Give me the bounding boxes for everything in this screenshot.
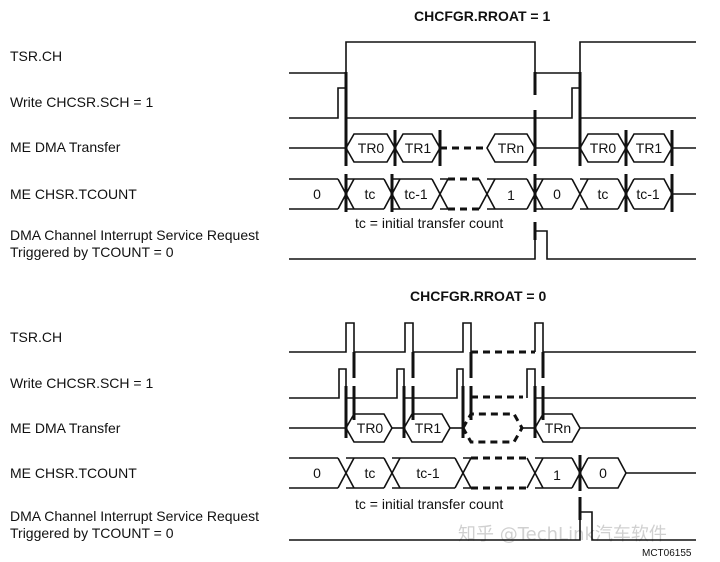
- tcount-bus: [400, 178, 432, 210]
- interrupt-wave: [289, 230, 696, 260]
- cell-label: TRn: [545, 420, 571, 436]
- section-2-title: CHCFGR.RROAT = 0: [410, 288, 546, 304]
- tcount-bus: [346, 457, 354, 489]
- tcount-bus: [448, 177, 479, 211]
- interrupt-wave-2: [289, 511, 696, 541]
- tcount-bus: [463, 457, 471, 489]
- tcount-bus: [580, 178, 588, 210]
- signal-label-tsr-ch: TSR.CH: [10, 48, 62, 64]
- tcount-bus: [440, 178, 448, 210]
- tcount-bus: [495, 178, 527, 210]
- signal-label-write-chcsr-sch: Write CHCSR.SCH = 1: [10, 94, 153, 110]
- signal-label-me-chsr-tcount-2: ME CHSR.TCOUNT: [10, 465, 137, 481]
- tcount-bus: [354, 178, 384, 210]
- tcount-bus: [289, 178, 297, 210]
- tcount-bus: [543, 457, 572, 489]
- bus-transition: [383, 457, 401, 489]
- section-1-note: tc = initial transfer count: [355, 215, 503, 231]
- tcount-bus: [487, 178, 495, 210]
- tcount-bus: [392, 457, 400, 489]
- cell-label: 0: [599, 465, 607, 481]
- tcount-bus: [297, 457, 338, 489]
- figure-id: MCT06155: [642, 548, 692, 559]
- cell-label: TR0: [358, 140, 385, 156]
- cell-label: tc: [365, 186, 376, 202]
- bus-transition: [454, 457, 472, 489]
- cell-label: tc-1: [416, 465, 440, 481]
- cell-label: tc-1: [636, 186, 660, 202]
- tcount-bus: [588, 178, 618, 210]
- tcount-bus: [471, 456, 527, 490]
- cell-label: 0: [553, 186, 561, 202]
- tcount-bus: [354, 457, 384, 489]
- tcount-bus: [289, 457, 297, 489]
- bus-transition: [431, 178, 449, 210]
- bus-transition: [478, 178, 496, 210]
- cell-label: tc: [365, 465, 376, 481]
- section-1-title: CHCFGR.RROAT = 1: [414, 8, 550, 24]
- bus-transition: [337, 457, 355, 489]
- write-sch-wave-2: [526, 368, 696, 399]
- bus-transition: [526, 457, 544, 489]
- watermark: 知乎 @TechLink汽车软件: [458, 524, 667, 545]
- cell-label: TR0: [357, 420, 384, 436]
- signal-label-me-chsr-tcount: ME CHSR.TCOUNT: [10, 186, 137, 202]
- signal-label-tsr-ch-2: TSR.CH: [10, 329, 62, 345]
- cell-label: TRn: [498, 140, 524, 156]
- cell-label: TR0: [590, 140, 617, 156]
- waveforms: [289, 41, 696, 541]
- signal-label-me-dma-transfer: ME DMA Transfer: [10, 139, 121, 155]
- signal-label-me-dma-transfer-2: ME DMA Transfer: [10, 420, 121, 436]
- tcount-bus: [543, 178, 572, 210]
- cell-label: 1: [507, 187, 515, 203]
- cell-label: 1: [553, 467, 561, 483]
- signal-label-interrupt-request-2-line2: Triggered by TCOUNT = 0: [10, 525, 174, 541]
- tcount-bus: [400, 457, 455, 489]
- signal-label-interrupt-request-2-line1: DMA Channel Interrupt Service Request: [10, 508, 259, 524]
- cell-label: tc-1: [404, 186, 428, 202]
- tcount-bus: [297, 178, 338, 210]
- cell-label: TR1: [405, 140, 432, 156]
- tsr-ch-wave-2: [534, 322, 696, 353]
- section-2-note: tc = initial transfer count: [355, 496, 503, 512]
- tsr-ch-wave: [289, 41, 696, 74]
- tcount-bus: [588, 457, 627, 489]
- signal-label-write-chcsr-sch-2: Write CHCSR.SCH = 1: [10, 375, 153, 391]
- tcount-bus: [535, 457, 543, 489]
- cell-label: TR1: [415, 420, 442, 436]
- signal-label-interrupt-request-line1: DMA Channel Interrupt Service Request: [10, 227, 259, 243]
- tsr-ch-wave-2: [289, 322, 472, 353]
- bus-transition: [571, 178, 589, 210]
- cell-label: tc: [598, 186, 609, 202]
- cell-label: 0: [313, 186, 321, 202]
- write-sch-wave-2: [289, 368, 464, 399]
- cell-label: 0: [313, 465, 321, 481]
- write-sch-wave: [289, 87, 696, 119]
- signal-label-interrupt-request-line2: Triggered by TCOUNT = 0: [10, 244, 174, 260]
- cell-label: TR1: [636, 140, 663, 156]
